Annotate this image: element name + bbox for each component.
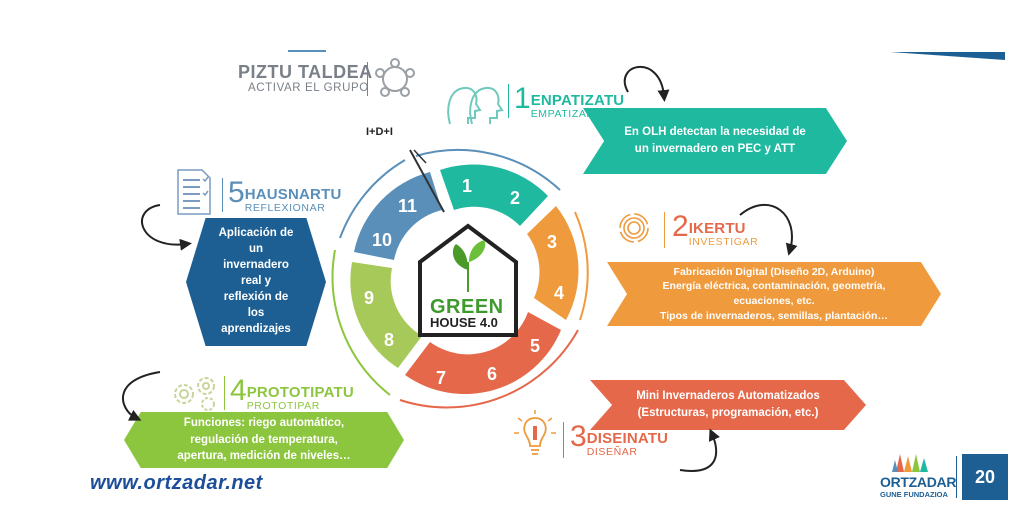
center-title-green: GREEN xyxy=(430,296,504,318)
group-subtitle: ACTIVAR EL GRUPO xyxy=(248,82,369,94)
top-rule-right xyxy=(890,52,1005,60)
segment-steel xyxy=(354,172,442,260)
top-rule-left xyxy=(288,50,326,52)
ring-number-11: 11 xyxy=(398,196,418,216)
outer-arc-topleft xyxy=(339,159,406,239)
segment-lime xyxy=(350,262,422,368)
stage-name: PROTOTIPATU xyxy=(246,384,354,401)
segment-coral xyxy=(405,312,561,395)
outer-arc-right xyxy=(574,211,589,321)
stage-number: 3 xyxy=(570,420,587,453)
ring-number-7: 7 xyxy=(436,368,447,388)
stage-name: IKERTU xyxy=(688,220,746,237)
stage-name: HAUSNARTU xyxy=(244,186,342,203)
ring-number-4: 4 xyxy=(554,283,565,303)
box-ikertu: Fabricación Digital (Diseño 2D, Arduino)… xyxy=(607,262,941,326)
stage-number: 1 xyxy=(514,82,531,115)
stage-sub: EMPATIZAR xyxy=(530,107,595,120)
ortzadar-logo-icon xyxy=(892,454,928,472)
ring-number-2: 2 xyxy=(510,188,521,208)
stage-prototipatu: 4 PROTOTIPATU PROTOTIPAR xyxy=(230,376,354,412)
gears-icon xyxy=(174,377,215,411)
lightbulb-icon xyxy=(514,410,556,455)
box-hausnartu: Aplicación de un invernadero real y refl… xyxy=(186,218,326,346)
stage-sub: PROTOTIPAR xyxy=(246,399,320,412)
stage-sub: REFLEXIONAR xyxy=(244,201,326,214)
plant-leaf-right xyxy=(469,240,486,262)
idi-label: I+D+I xyxy=(366,126,393,138)
plant-leaf-left xyxy=(452,244,468,270)
ring-number-3: 3 xyxy=(547,232,558,252)
stage-number: 2 xyxy=(672,210,689,243)
stage-name: DISEINATU xyxy=(586,430,669,447)
box-empatizatu: En OLH detectan la necesidad de un inver… xyxy=(583,108,847,174)
fingerprint-icon xyxy=(619,213,649,243)
stage-diseinatu: 3 DISEINATU DISEÑAR xyxy=(570,422,668,458)
heads-icon xyxy=(447,86,504,125)
checklist-icon xyxy=(177,169,211,215)
ring-number-6: 6 xyxy=(487,364,498,384)
idi-pointer xyxy=(409,149,445,213)
stage-empatizatu: 1 ENPATIZATU EMPATIZAR xyxy=(514,84,624,120)
outer-arc-bottom xyxy=(399,329,579,409)
stage-hausnartu: 5 HAUSNARTU REFLEXIONAR xyxy=(228,178,341,214)
stage-name: ENPATIZATU xyxy=(530,92,625,109)
segment-orange xyxy=(527,206,579,320)
team-icon xyxy=(375,58,415,97)
anniversary-badge: 20 xyxy=(962,454,1008,500)
box-diseinatu: Mini Invernaderos Automatizados (Estruct… xyxy=(590,380,866,430)
outer-arc-left xyxy=(331,249,391,396)
ring-number-1: 1 xyxy=(462,176,473,196)
ring-number-8: 8 xyxy=(384,330,395,350)
stage-number: 5 xyxy=(228,176,245,209)
badge-number: 20 xyxy=(974,466,996,487)
box-prototipatu: Funciones: riego automático, regulación … xyxy=(124,412,404,468)
ring-number-10: 10 xyxy=(372,230,393,250)
stage-number: 4 xyxy=(230,374,247,407)
ring-number-5: 5 xyxy=(530,336,541,356)
segment-teal xyxy=(440,164,548,226)
footer-url[interactable]: www.ortzadar.net xyxy=(90,472,263,494)
stage-sub: DISEÑAR xyxy=(586,445,638,458)
ortzadar-logo-name: ORTZADAR xyxy=(880,474,957,490)
ortzadar-logo-sub: GUNE FUNDAZIOA xyxy=(880,490,948,499)
group-title: PIZTU TALDEA xyxy=(238,62,373,82)
center-title-house: HOUSE 4.0 xyxy=(430,315,498,330)
stage-ikertu: 2 IKERTU INVESTIGAR xyxy=(672,212,758,248)
stage-sub: INVESTIGAR xyxy=(688,235,759,248)
outer-arc-top xyxy=(415,149,561,191)
ring-number-9: 9 xyxy=(364,288,375,308)
